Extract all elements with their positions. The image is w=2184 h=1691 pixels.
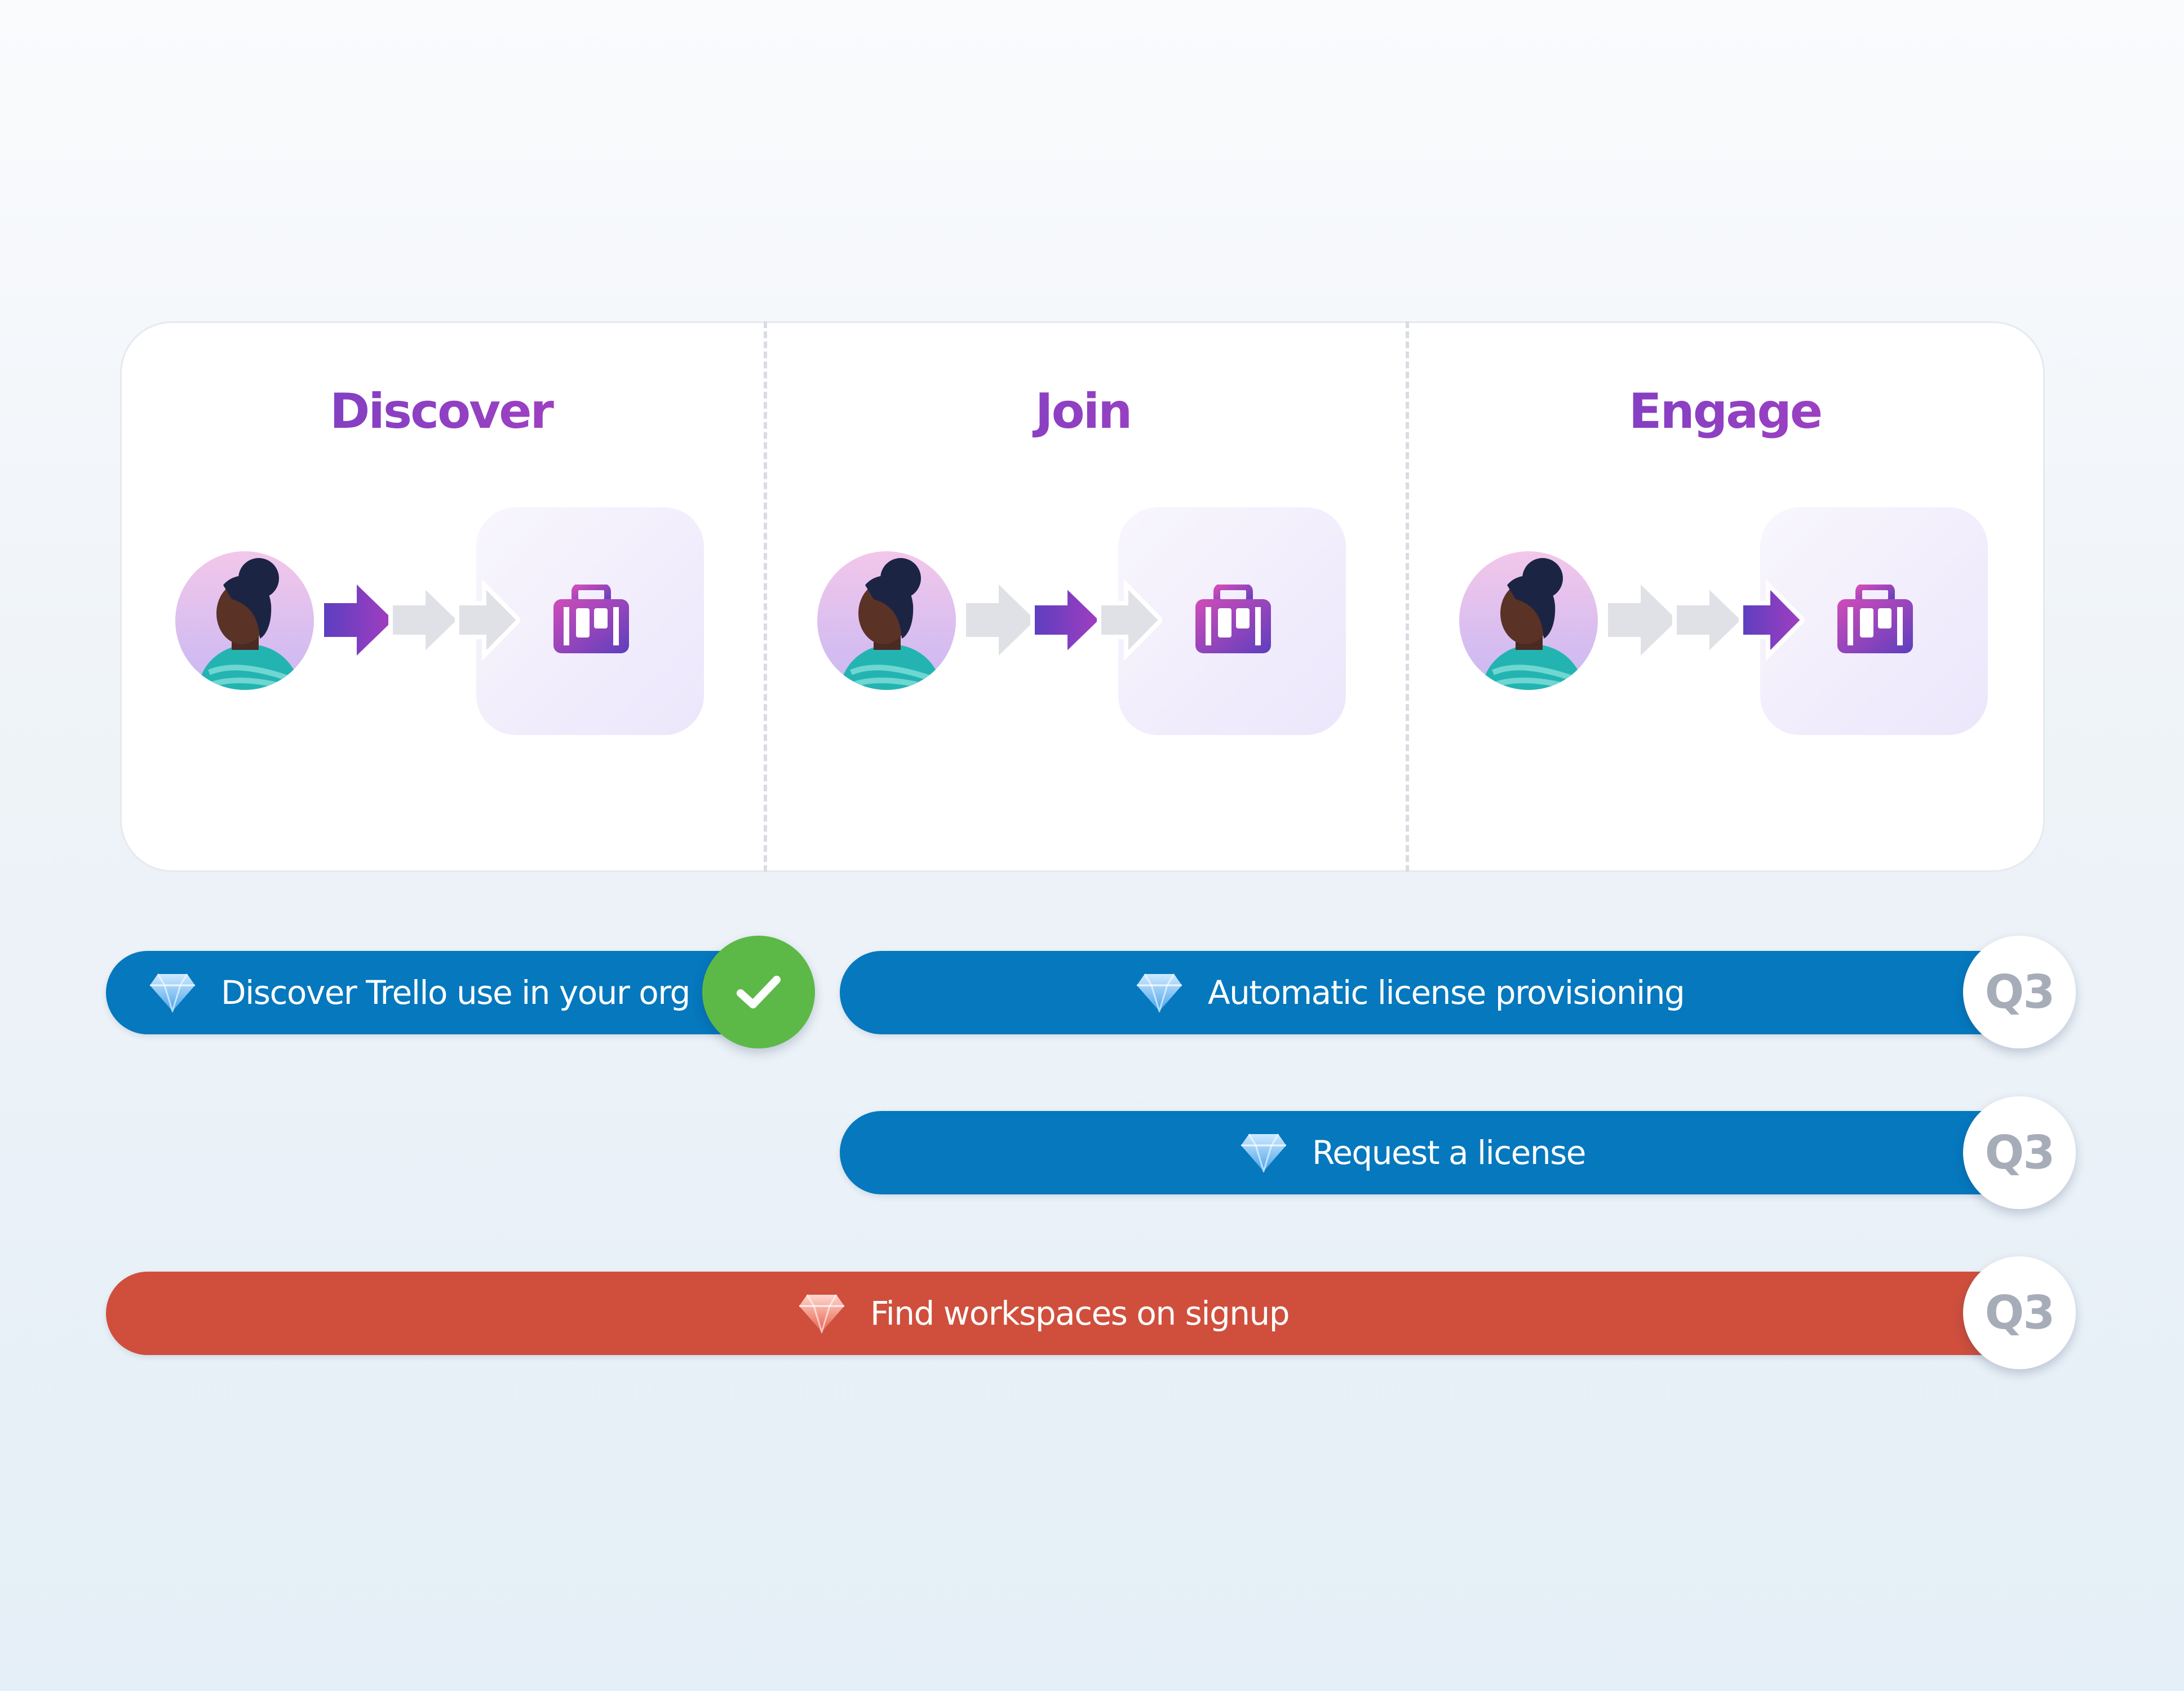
briefcase-icon: [1195, 585, 1271, 653]
stage-title: Discover: [120, 383, 762, 440]
stage-title: Engage: [1404, 383, 2046, 440]
checkmark-icon: [737, 976, 781, 1008]
stage-engage: Engage: [1404, 321, 2046, 872]
stage-divider: [1406, 321, 1409, 872]
arrow-step-2: [1672, 579, 1747, 661]
done-badge: [702, 936, 815, 1048]
feature-pill-discover-trello: Discover Trello use in your org: [106, 951, 794, 1034]
stage-join: Join: [762, 321, 1404, 872]
arrow-step-2: [388, 579, 463, 661]
blue-diamond-icon: [1137, 973, 1182, 1012]
user-avatar: [1459, 551, 1598, 690]
arrow-step-3: [455, 579, 520, 661]
stage-title: Join: [762, 383, 1404, 440]
user-avatar: [175, 551, 314, 690]
feature-pill-find-workspaces: Find workspaces on signup: [106, 1272, 2040, 1355]
quarter-badge: Q3: [1963, 1096, 2076, 1209]
progress-arrows: [966, 579, 1162, 661]
quarter-badge: Q3: [1963, 1256, 2076, 1369]
blue-diamond-icon: [1241, 1134, 1286, 1172]
stage-divider: [764, 321, 767, 872]
arrow-step-1: [324, 585, 393, 656]
stage-discover: Discover: [120, 321, 762, 872]
feature-label: Find workspaces on signup: [870, 1294, 1290, 1333]
briefcase-icon: [553, 585, 629, 653]
arrow-step-3: [1739, 579, 1804, 661]
user-avatar: [817, 551, 956, 690]
progress-arrows: [324, 579, 520, 661]
feature-pill-request-license: Request a license: [840, 1111, 2040, 1194]
red-diamond-icon: [799, 1294, 844, 1333]
feature-label: Discover Trello use in your org: [221, 973, 690, 1012]
arrow-step-1: [1608, 585, 1677, 656]
feature-pill-automatic-provisioning: Automatic license provisioning: [840, 951, 2040, 1034]
arrow-step-3: [1097, 579, 1162, 661]
stages-card: [120, 321, 2045, 872]
feature-label: Automatic license provisioning: [1208, 973, 1685, 1012]
arrow-step-1: [966, 585, 1035, 656]
arrow-step-2: [1030, 579, 1105, 661]
quarter-badge: Q3: [1963, 936, 2076, 1048]
feature-label: Request a license: [1312, 1134, 1586, 1172]
progress-arrows: [1608, 579, 1804, 661]
briefcase-icon: [1837, 585, 1913, 653]
blue-diamond-icon: [150, 973, 195, 1012]
